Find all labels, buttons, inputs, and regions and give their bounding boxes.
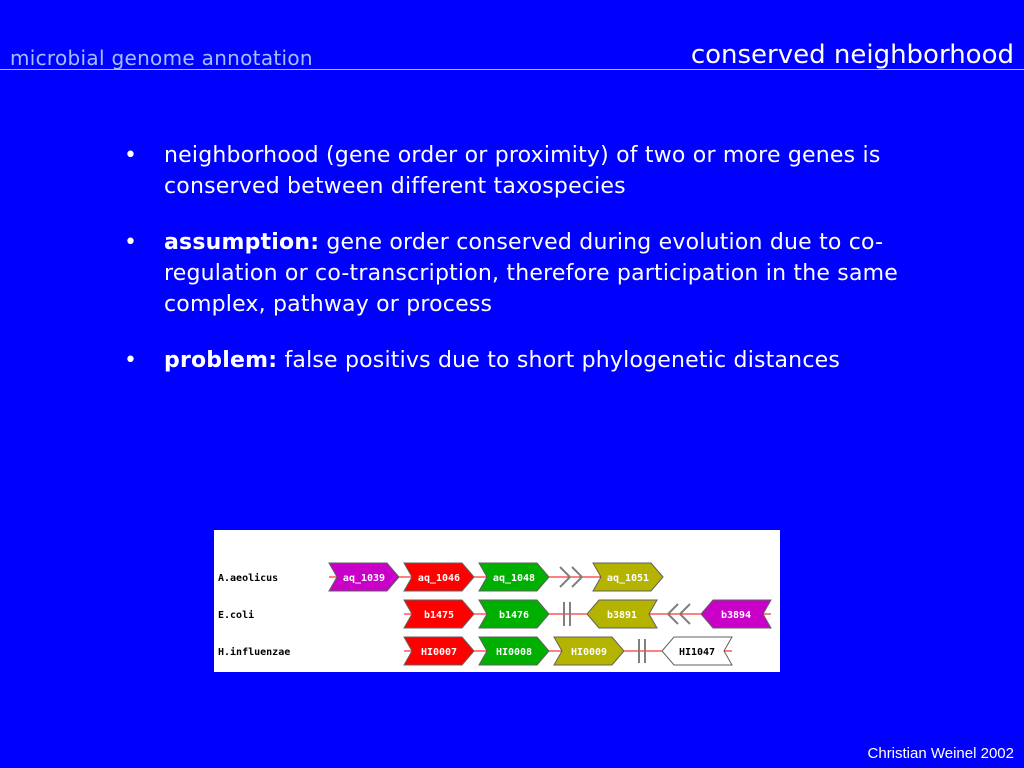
bullet-bold-lead: assumption: [164,230,320,255]
bullet-text: neighborhood (gene order or proximity) o… [164,143,881,199]
gene-label: aq_1051 [607,573,649,584]
gene-label: b1476 [499,610,529,621]
header-divider [0,69,1024,70]
bullet-item: • problem: false positivs due to short p… [120,345,900,376]
gene-arrow [553,636,625,666]
header-right-title: conserved neighborhood [690,40,1014,70]
gene-arrow [403,636,475,666]
gene-arrow [403,562,475,592]
gene-label: aq_1046 [418,573,460,584]
bullet-text: gene order conserved during evolution du… [164,230,899,317]
gene-label: b1475 [424,610,454,621]
gene-arrow [592,562,664,592]
gene-label: HI0008 [496,647,532,658]
gene-arrow [403,599,475,629]
gene-label: b3894 [721,610,751,621]
bullet-item: • neighborhood (gene order or proximity)… [120,140,900,202]
gene-arrow [700,599,772,629]
bullet-marker: • [124,230,138,255]
gap-chevron [678,603,691,625]
footer-credit: Christian Weinel 2002 [867,745,1014,762]
gap-chevron [571,566,584,588]
organism-label: E.coli [218,609,254,621]
gene-arrow [328,562,400,592]
bullet-text: false positivs due to short phylogenetic… [277,348,841,373]
bullet-marker: • [124,348,138,373]
gene-arrow [586,599,658,629]
gene-arrow [661,636,733,666]
organism-label: A.aeolicus [218,572,278,584]
gene-neighborhood-diagram: A.aeolicus aq_1039 aq_1046 aq_1048 aq_1051E.… [218,562,772,666]
gene-label: aq_1039 [343,573,385,584]
gene-label: HI0009 [571,647,607,658]
bullet-marker: • [124,143,138,168]
bullet-bold-lead: problem: [164,348,278,373]
gene-arrow [478,562,550,592]
header-left-title: microbial genome annotation [10,46,313,70]
gene-arrow [478,599,550,629]
gene-label: HI0007 [421,647,457,658]
gene-label: HI1047 [679,647,715,658]
gene-arrow [478,636,550,666]
bullet-item: • assumption: gene order conserved durin… [120,227,900,320]
gene-label: b3891 [607,610,637,621]
organism-label: H.influenzae [218,646,290,658]
bullet-list: • neighborhood (gene order or proximity)… [120,140,900,401]
gap-chevron [559,566,572,588]
gene-label: aq_1048 [493,573,535,584]
gap-chevron [666,603,679,625]
